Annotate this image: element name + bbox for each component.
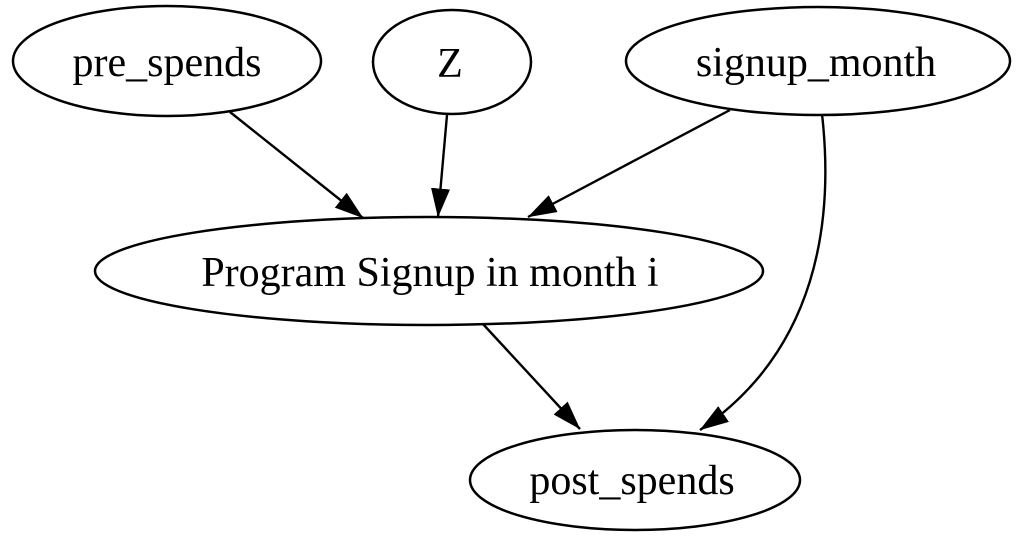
node-program-signup-ellipse <box>93 215 765 327</box>
node-post-spends-label: post_spends <box>529 458 734 504</box>
node-pre-spends: pre_spends <box>11 4 323 118</box>
edge-program-signup-to-post-spends <box>481 322 581 430</box>
node-z-label: Z <box>437 41 463 87</box>
node-signup-month: signup_month <box>624 5 1012 117</box>
node-program-signup: Program Signup in month i <box>93 215 765 327</box>
node-signup-month-label: signup_month <box>696 40 936 86</box>
node-z: Z <box>371 8 533 116</box>
node-program-signup-label: Program Signup in month i <box>201 250 658 296</box>
node-post-spends: post_spends <box>468 428 802 532</box>
node-post-spends-ellipse <box>468 428 802 532</box>
node-pre-spends-ellipse <box>11 4 323 118</box>
edge-signup-month-to-post-spends <box>699 113 827 431</box>
edge-signup-month-to-program-signup <box>527 108 731 219</box>
node-signup-month-ellipse <box>624 5 1012 117</box>
node-z-ellipse <box>371 8 533 116</box>
node-pre-spends-label: pre_spends <box>73 40 262 86</box>
edge-pre-spends-to-program-signup <box>229 111 364 219</box>
edge-z-to-program-signup <box>431 114 450 218</box>
